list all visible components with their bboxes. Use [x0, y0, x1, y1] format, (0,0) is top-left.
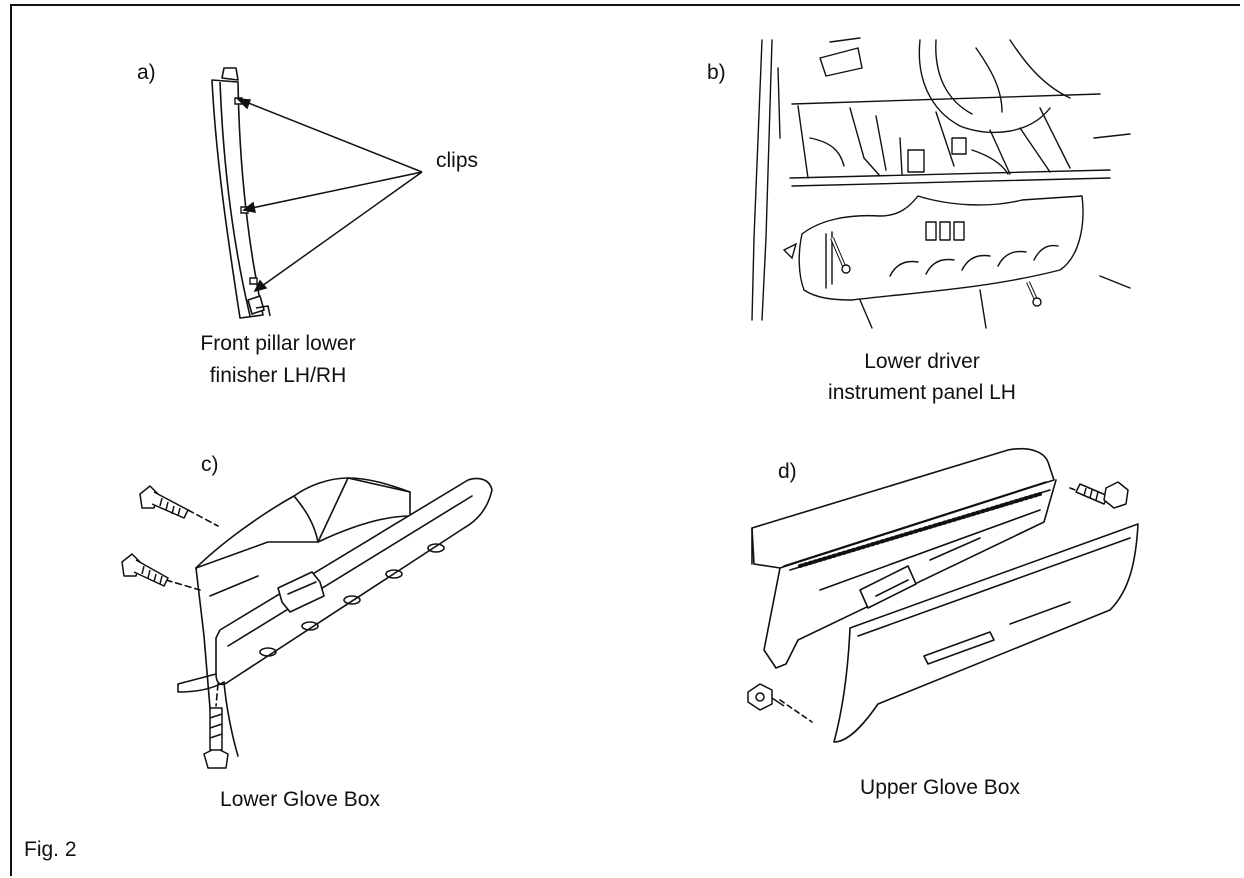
panel-b-letter: b): [707, 61, 726, 84]
instrument-panel-illustration: [740, 38, 1130, 328]
figure-frame: [10, 4, 1240, 876]
panel-a-letter: a): [137, 61, 156, 84]
panel-d-letter: d): [778, 460, 797, 483]
screw-bottom: [1028, 282, 1041, 306]
panel-b-caption-line-2: instrument panel LH: [828, 381, 1016, 404]
screw-middle-left: [122, 554, 168, 586]
screw-left: [832, 238, 850, 273]
pillar-finisher-illustration: [190, 60, 420, 330]
screw-lower-left: [748, 684, 784, 710]
screw-upper-right: [1076, 482, 1128, 508]
upper-glove-box-illustration: [740, 440, 1140, 760]
clip-bottom: [250, 278, 257, 284]
panel-a-caption-line-2: finisher LH/RH: [209, 364, 347, 387]
panel-d-caption: Upper Glove Box: [860, 776, 1020, 799]
clips-callout-label: clips: [436, 149, 479, 172]
panel-c-caption: Lower Glove Box: [220, 788, 380, 811]
panel-b-caption-line-1: Lower driver: [864, 350, 980, 373]
figure-label: Fig. 2: [24, 838, 77, 861]
panel-a-caption-line-1: Front pillar lower: [200, 332, 356, 355]
screw-upper-left: [140, 486, 188, 518]
panel-c-letter: c): [201, 453, 219, 476]
screw-bottom: [204, 708, 228, 768]
lower-glove-box-illustration: [118, 456, 508, 776]
